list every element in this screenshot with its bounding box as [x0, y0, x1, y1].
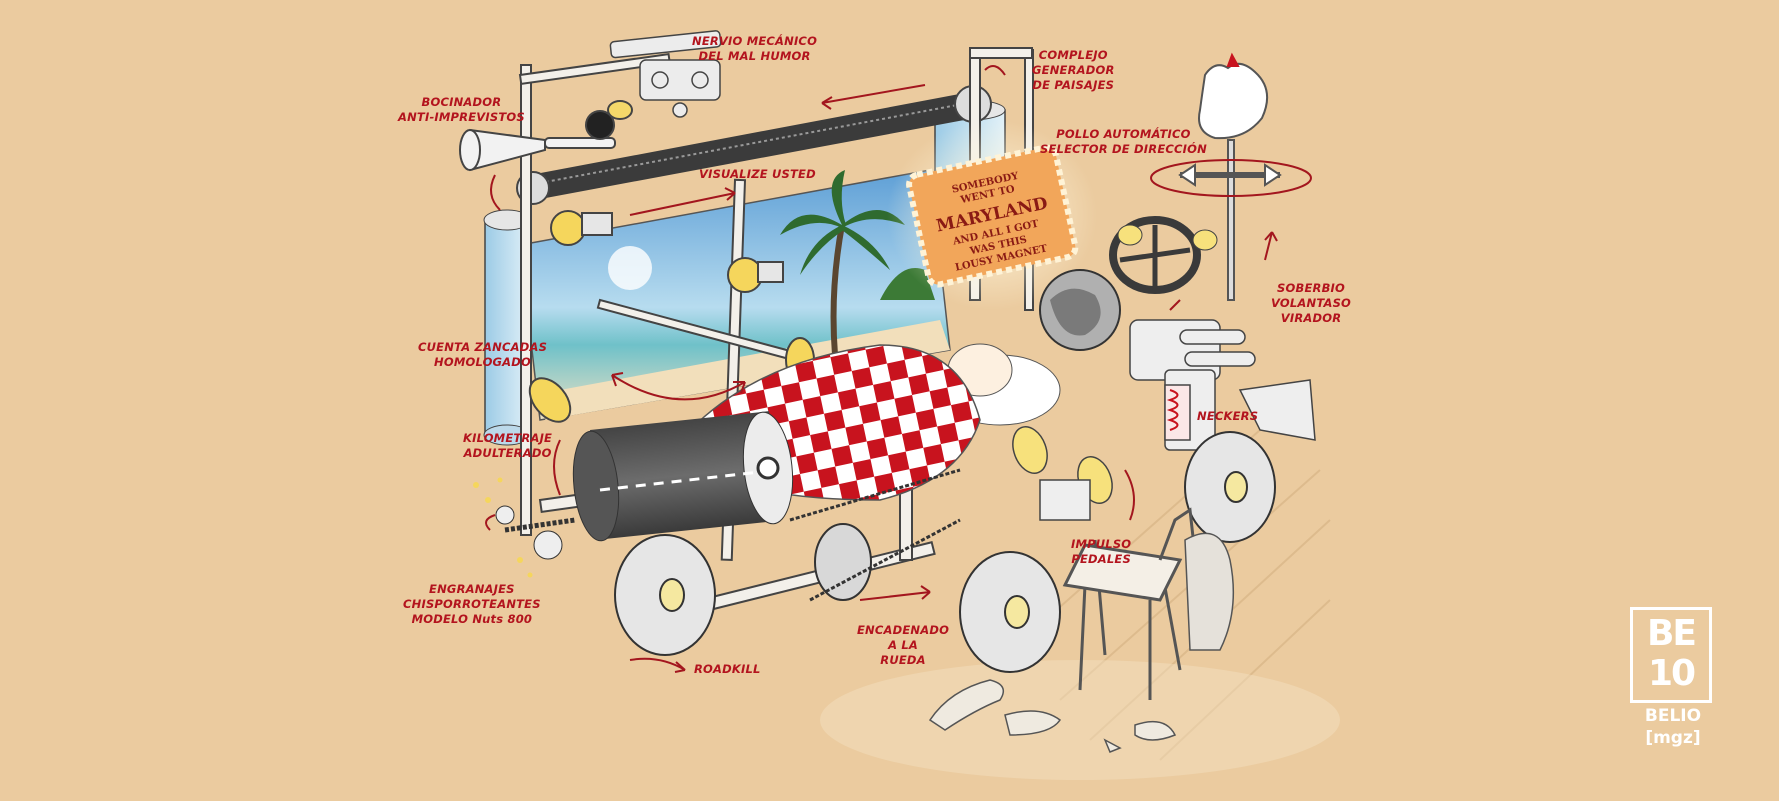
label-soberbio-line: VIRADOR — [1280, 311, 1342, 325]
label-bocinador-line: ANTI-IMPREVISTOS — [398, 110, 525, 124]
label-encadenado-line: RUEDA — [880, 653, 926, 667]
shoes — [928, 679, 1177, 753]
arrows — [485, 65, 1278, 673]
belio-mark-top: BE — [1646, 613, 1697, 654]
lamps — [528, 210, 815, 423]
maryland-magnet: SOMEBODY WENT TO MARYLAND AND ALL I GOT … — [887, 120, 1097, 310]
wheels — [614, 431, 1276, 673]
label-impulso-line: PEDALES — [1071, 552, 1131, 566]
engine — [1129, 319, 1316, 451]
label-visualize-line: VISUALIZE USTED — [699, 167, 816, 181]
globe-head — [1039, 269, 1121, 351]
label-pollo-line: SELECTOR DE DIRECCIÓN — [1040, 142, 1207, 156]
label-soberbio-line: SOBERBIO — [1277, 281, 1345, 295]
label-visualize: VISUALIZE USTED — [699, 167, 816, 182]
pedals — [1012, 426, 1113, 521]
belio-sub: [mgz] — [1645, 728, 1701, 748]
label-impulso-line: IMPULSO — [1071, 537, 1132, 551]
label-cuenta-line: HOMOLOGADO — [434, 355, 532, 369]
nervio-gadget — [609, 30, 722, 118]
label-neckers: NECKERS — [1197, 409, 1258, 424]
label-roadkill: ROADKILL — [694, 662, 761, 677]
label-kilometraje-line: KILOMETRAJE — [463, 431, 553, 445]
label-engranajes-line: ENGRANAJES — [429, 582, 515, 596]
label-encadenado-line: ENCADENADO — [857, 623, 950, 637]
label-complejo-line: DE PAISAJES — [1032, 78, 1115, 92]
horn — [459, 100, 633, 172]
label-engranajes-line: MODELO Nuts 800 — [411, 612, 533, 626]
label-nervio-line: DEL MAL HUMOR — [698, 49, 811, 63]
label-engranajes-line: CHISPORROTEANTES — [403, 597, 541, 611]
label-roadkill-line: ROADKILL — [694, 662, 761, 676]
steering-wheel — [1109, 216, 1218, 294]
label-kilometraje-line: ADULTERADO — [463, 446, 552, 460]
label-soberbio-line: VOLANTASO — [1271, 296, 1352, 310]
belio-mark-bottom: 10 — [1647, 653, 1696, 694]
belio-mark: BE 10 — [1630, 607, 1712, 703]
treadmill-roller — [572, 411, 794, 542]
belio-logo: BE 10 BELIO [mgz] — [1630, 607, 1716, 747]
belio-name: BELIO — [1644, 706, 1702, 726]
rooster-weathervane — [1150, 52, 1312, 301]
label-neckers-line: NECKERS — [1197, 409, 1259, 423]
chair — [1062, 507, 1235, 700]
chain-sprocket — [495, 468, 961, 602]
label-nervio-line: NERVIO MECÁNICO — [692, 34, 818, 48]
label-encadenado-line: A LA — [888, 638, 918, 652]
label-complejo-line: GENERADOR — [1032, 63, 1115, 77]
label-pollo-line: POLLO AUTOMÁTICO — [1056, 127, 1191, 141]
label-cuenta-line: CUENTA ZANCADAS — [418, 340, 548, 354]
label-complejo-line: COMPLEJO — [1038, 48, 1108, 62]
sparks — [473, 477, 533, 578]
label-bocinador-line: BOCINADOR — [421, 95, 502, 109]
